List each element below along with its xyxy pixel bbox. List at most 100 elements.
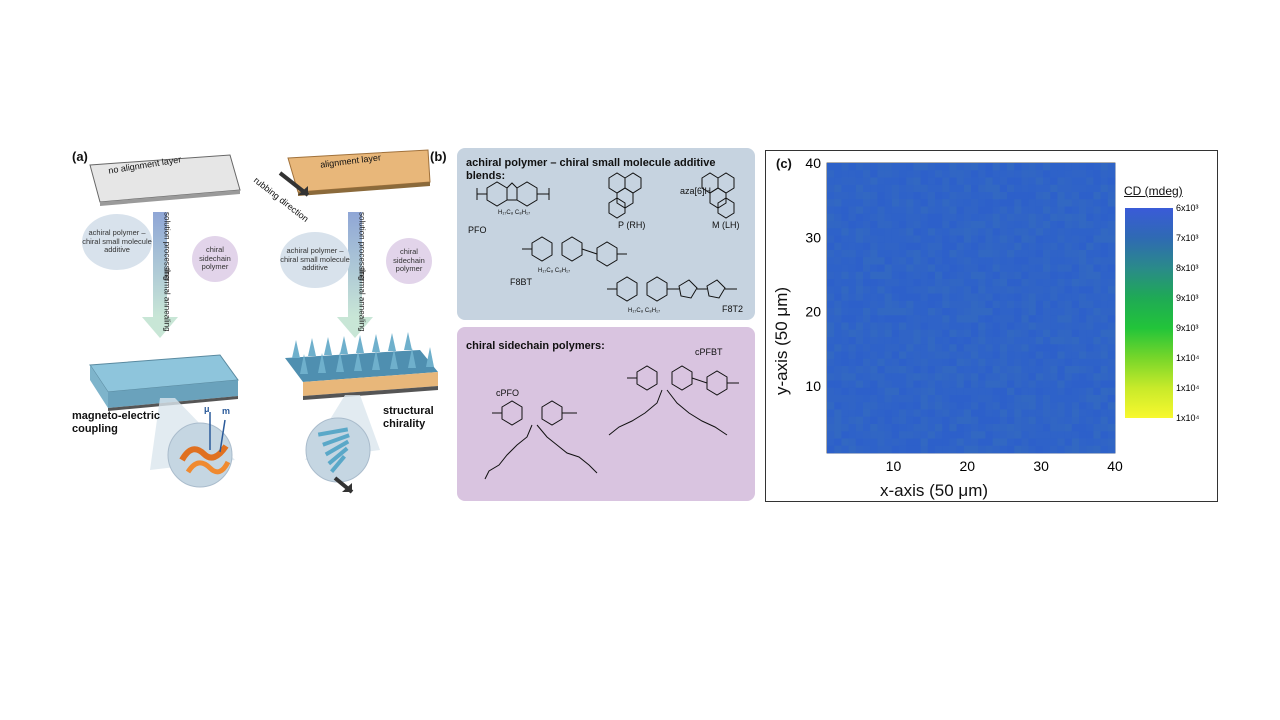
heatmap-cell bbox=[1021, 286, 1029, 294]
heatmap-cell bbox=[1057, 214, 1065, 222]
heatmap-cell bbox=[841, 395, 849, 403]
heatmap-cell bbox=[827, 417, 835, 425]
heatmap-cell bbox=[1000, 214, 1008, 222]
heatmap-cell bbox=[841, 330, 849, 338]
heatmap-cell bbox=[913, 250, 921, 258]
heatmap-cell bbox=[892, 192, 900, 200]
heatmap-cell bbox=[885, 228, 893, 236]
heatmap-cell bbox=[870, 207, 878, 215]
heatmap-cell bbox=[913, 294, 921, 302]
heatmap-cell bbox=[978, 221, 986, 229]
heatmap-cell bbox=[1108, 272, 1116, 280]
heatmap-cell bbox=[913, 272, 921, 280]
heatmap-cell bbox=[1036, 170, 1044, 178]
heatmap-cell bbox=[1057, 323, 1065, 331]
heatmap-cell bbox=[1057, 243, 1065, 251]
heatmap-cell bbox=[1057, 279, 1065, 287]
heatmap-cell bbox=[949, 352, 957, 360]
heatmap-cell bbox=[877, 294, 885, 302]
heatmap-cell bbox=[935, 236, 943, 244]
heatmap-cell bbox=[971, 446, 979, 454]
heatmap-cell bbox=[1043, 301, 1051, 309]
heatmap-cell bbox=[885, 163, 893, 171]
heatmap-cell bbox=[1021, 395, 1029, 403]
heatmap-cell bbox=[993, 381, 1001, 389]
heatmap-cell bbox=[935, 214, 943, 222]
heatmap-cell bbox=[978, 301, 986, 309]
heatmap-cell bbox=[949, 366, 957, 374]
heatmap-cell bbox=[942, 221, 950, 229]
heatmap-cell bbox=[921, 265, 929, 273]
heatmap-cell bbox=[1065, 178, 1073, 186]
heatmap-cell bbox=[964, 294, 972, 302]
heatmap-cell bbox=[1072, 402, 1080, 410]
heatmap-cell bbox=[942, 170, 950, 178]
heatmap-cell bbox=[1029, 207, 1037, 215]
heatmap-cell bbox=[1029, 301, 1037, 309]
heatmap-cell bbox=[1000, 402, 1008, 410]
heatmap-cell bbox=[913, 243, 921, 251]
heatmap-cell bbox=[841, 417, 849, 425]
heatmap-cell bbox=[856, 250, 864, 258]
heatmap-cell bbox=[949, 250, 957, 258]
heatmap-cell bbox=[885, 417, 893, 425]
heatmap-cell bbox=[841, 178, 849, 186]
heatmap-cell bbox=[849, 257, 857, 265]
heatmap-cell bbox=[1108, 207, 1116, 215]
heatmap-cell bbox=[1007, 170, 1015, 178]
heatmap-cell bbox=[856, 373, 864, 381]
heatmap-cell bbox=[841, 214, 849, 222]
heatmap-cell bbox=[885, 170, 893, 178]
heatmap-cell bbox=[1108, 214, 1116, 222]
heatmap-cell bbox=[942, 417, 950, 425]
heatmap-cell bbox=[863, 199, 871, 207]
heatmap-cell bbox=[1108, 359, 1116, 367]
heatmap-cell bbox=[870, 178, 878, 186]
heatmap-cell bbox=[1021, 439, 1029, 447]
aza-label: aza[6]H bbox=[680, 186, 711, 196]
heatmap-cell bbox=[827, 207, 835, 215]
heatmap-cell bbox=[885, 402, 893, 410]
heatmap-cell bbox=[877, 257, 885, 265]
heatmap-cell bbox=[849, 250, 857, 258]
heatmap-cell bbox=[892, 178, 900, 186]
heatmap-cell bbox=[849, 294, 857, 302]
heatmap-cell bbox=[1108, 250, 1116, 258]
heatmap-cell bbox=[856, 381, 864, 389]
heatmap-cell bbox=[827, 308, 835, 316]
heatmap-cell bbox=[870, 366, 878, 374]
heatmap-cell bbox=[1036, 192, 1044, 200]
heatmap-cell bbox=[1000, 250, 1008, 258]
heatmap-cell bbox=[849, 185, 857, 193]
heatmap-cell bbox=[985, 366, 993, 374]
heatmap-cell bbox=[899, 279, 907, 287]
heatmap-cell bbox=[971, 178, 979, 186]
heatmap-cell bbox=[928, 163, 936, 171]
heatmap-cell bbox=[1101, 315, 1109, 323]
heatmap-cell bbox=[985, 294, 993, 302]
heatmap-cell bbox=[1029, 388, 1037, 396]
heatmap-cell bbox=[1057, 352, 1065, 360]
heatmap-cell bbox=[964, 366, 972, 374]
heatmap-cell bbox=[863, 250, 871, 258]
heatmap-cell bbox=[913, 192, 921, 200]
heatmap-cell bbox=[1050, 214, 1058, 222]
heatmap-cell bbox=[827, 323, 835, 331]
heatmap-cell bbox=[935, 286, 943, 294]
heatmap-cell bbox=[1086, 308, 1094, 316]
heatmap-cell bbox=[949, 381, 957, 389]
heatmap-cell bbox=[1057, 272, 1065, 280]
heatmap-cell bbox=[921, 410, 929, 418]
heatmap-cell bbox=[1036, 359, 1044, 367]
heatmap-cell bbox=[856, 402, 864, 410]
heatmap-cell bbox=[1029, 185, 1037, 193]
heatmap-cell bbox=[892, 294, 900, 302]
heatmap-cells bbox=[827, 163, 1115, 453]
heatmap-cell bbox=[1079, 366, 1087, 374]
heatmap-cell bbox=[935, 228, 943, 236]
heatmap-cell bbox=[885, 446, 893, 454]
heatmap-cell bbox=[985, 410, 993, 418]
heatmap-cell bbox=[971, 192, 979, 200]
heatmap-cell bbox=[1093, 286, 1101, 294]
heatmap-cell bbox=[949, 272, 957, 280]
